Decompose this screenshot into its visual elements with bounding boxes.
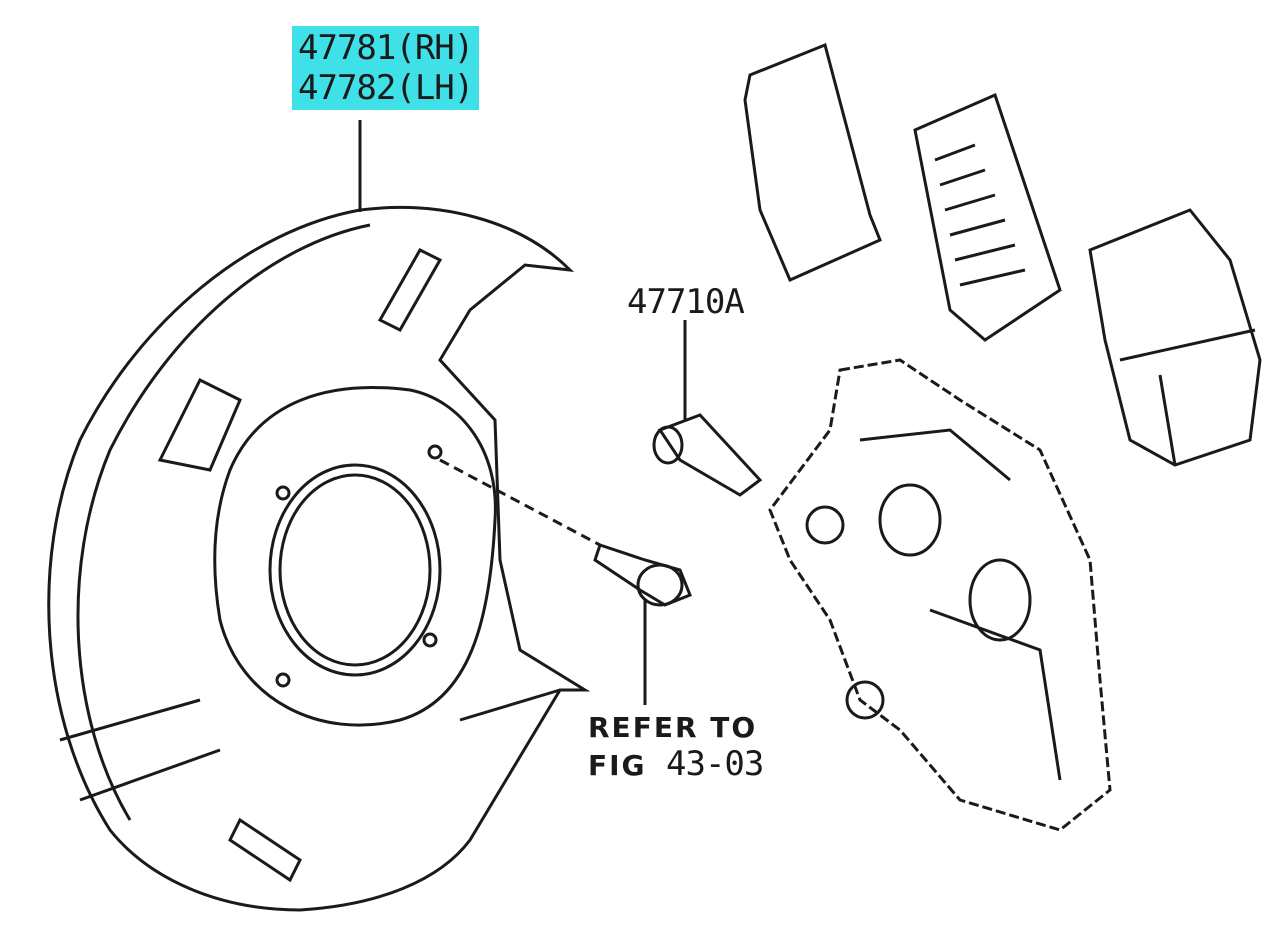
bolt-47710a[interactable]: [652, 413, 763, 497]
part-number-bolt[interactable]: 47710A: [627, 282, 745, 322]
figure-reference[interactable]: FIG 43-03: [588, 744, 764, 786]
dashed-alignment-line: [439, 458, 601, 547]
caliper[interactable]: [768, 358, 1112, 832]
part-label-group-shield[interactable]: 47781(RH) 47782(LH): [292, 26, 480, 110]
brake-pad[interactable]: [1088, 208, 1262, 467]
refer-to-label: REFER TO: [588, 711, 758, 744]
dust-shield[interactable]: [47, 206, 591, 912]
brake-pad-shim[interactable]: [743, 42, 882, 282]
bolt-fig-43-03[interactable]: [593, 543, 692, 607]
brake-pad-shim-slotted[interactable]: [913, 92, 1062, 342]
part-number-lh[interactable]: 47782(LH): [298, 68, 474, 108]
fig-label: FIG: [588, 749, 647, 782]
fig-number[interactable]: 43-03: [666, 744, 764, 784]
part-number-rh[interactable]: 47781(RH): [298, 28, 474, 68]
